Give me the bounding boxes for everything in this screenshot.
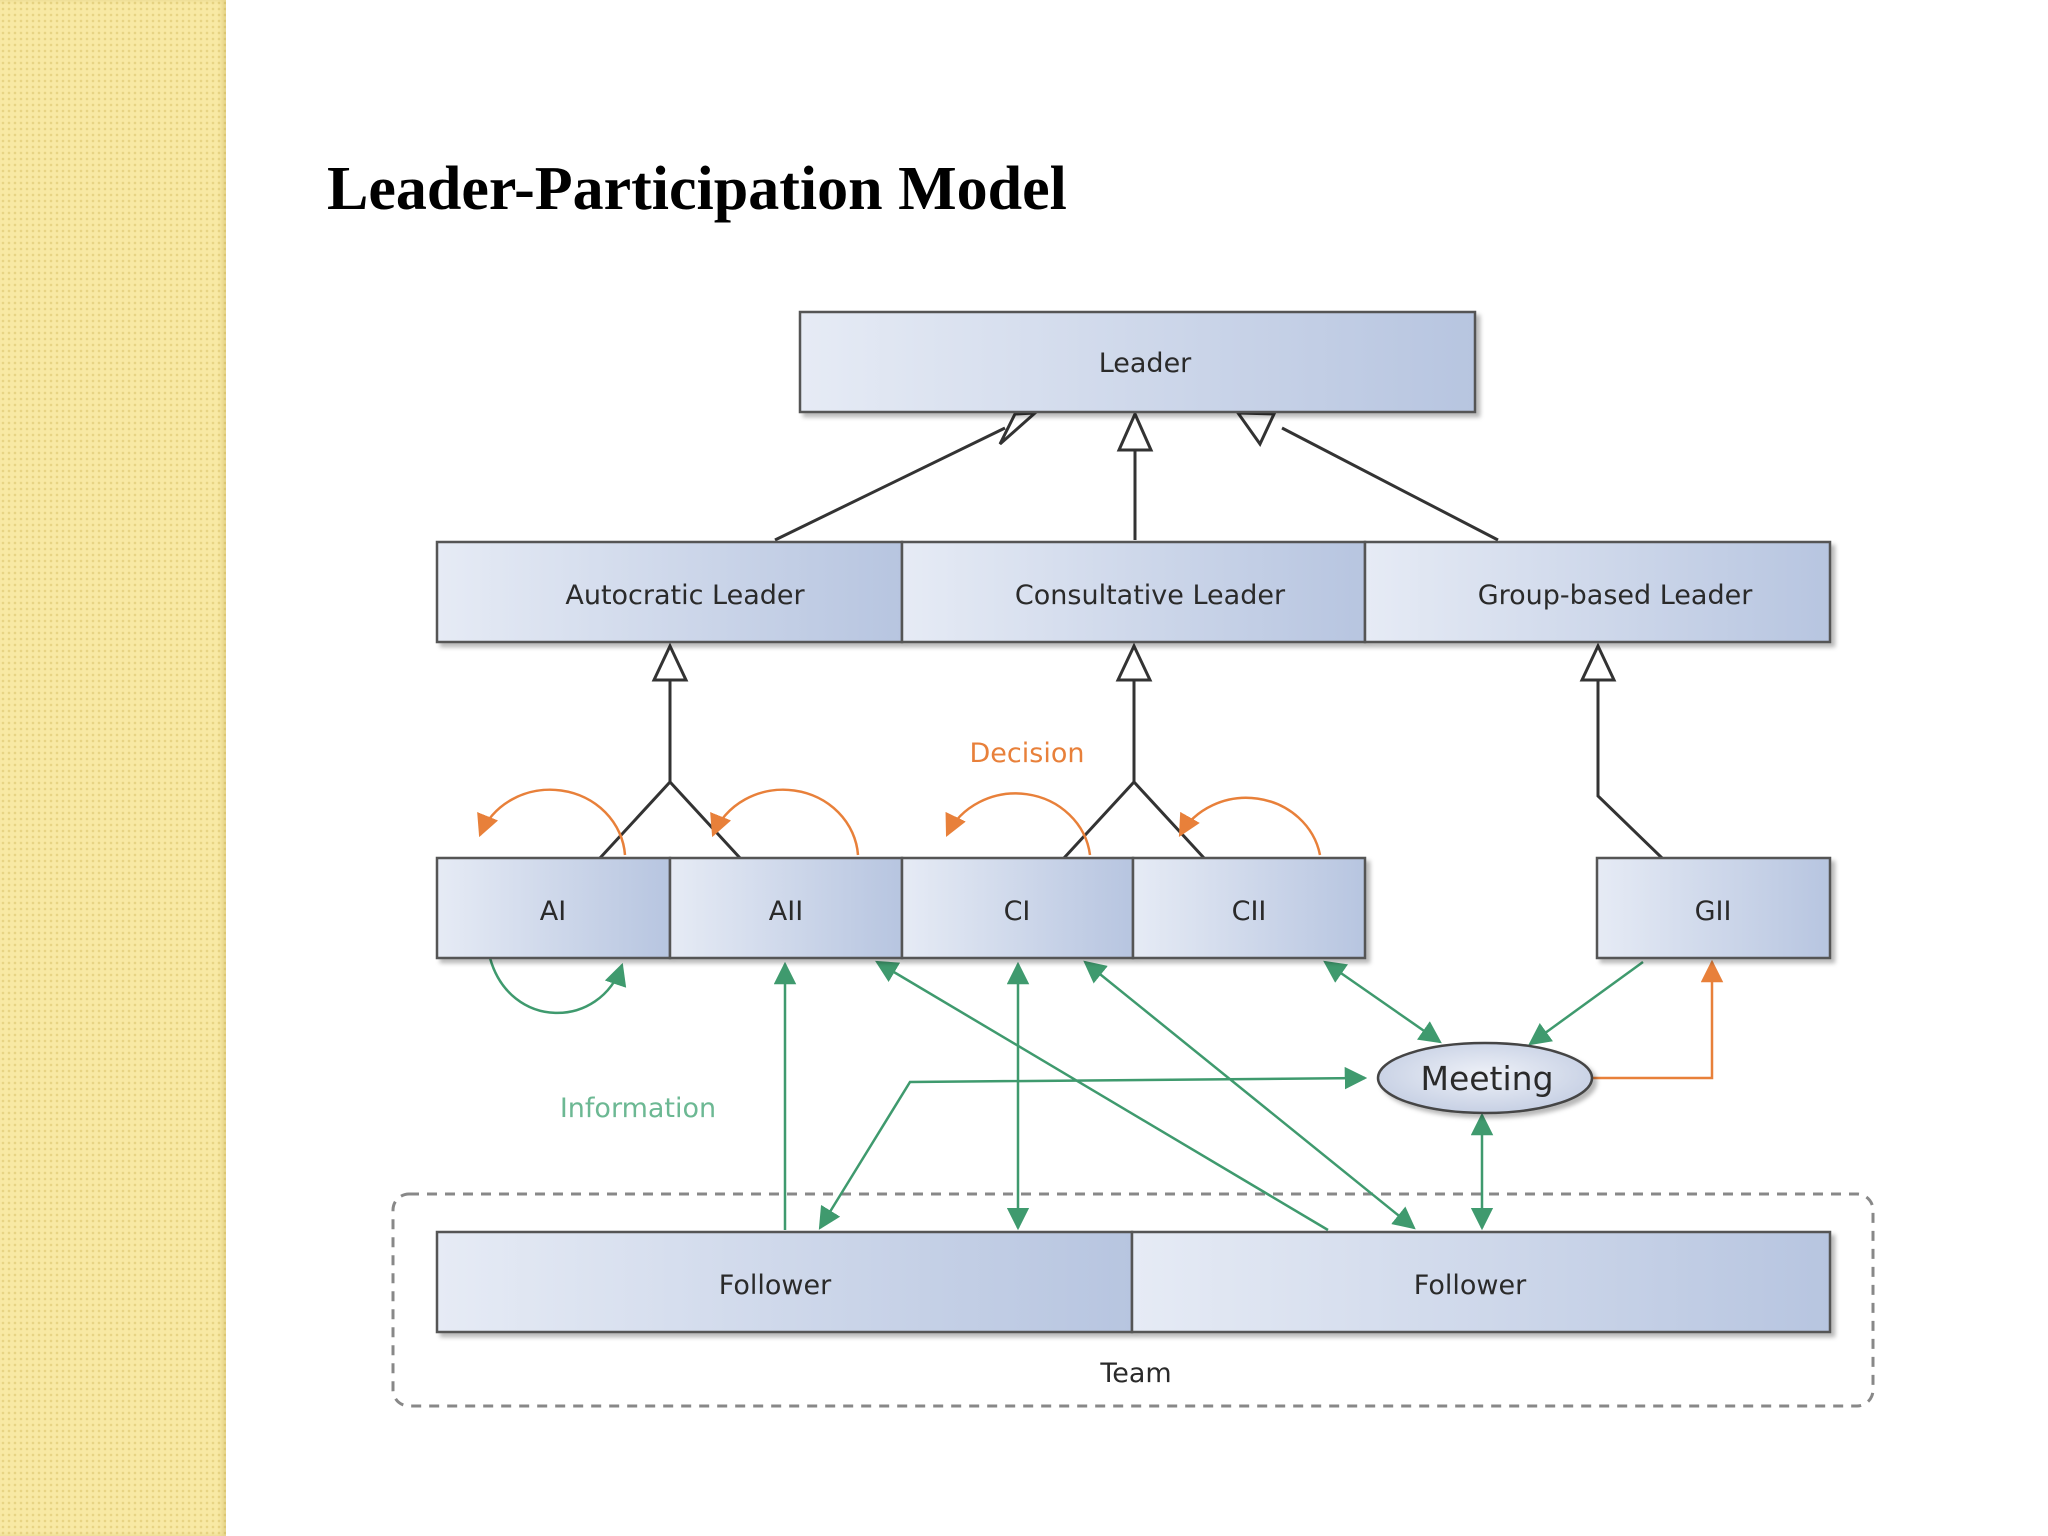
follower-label-2: Follower	[1414, 1270, 1527, 1301]
group-based-leader-label: Group-based Leader	[1478, 580, 1754, 611]
gii-box	[1595, 856, 1832, 960]
cii-box	[1131, 856, 1367, 960]
leader-box	[798, 310, 1477, 414]
information-label: Information	[560, 1093, 716, 1124]
meeting-label: Meeting	[1420, 1059, 1553, 1098]
follower-box-2	[1130, 1230, 1832, 1334]
autocratic-leader-label: Autocratic Leader	[565, 580, 805, 611]
consultative-leader-label: Consultative Leader	[1015, 580, 1286, 611]
team-label: Team	[1099, 1358, 1171, 1389]
decision-arcs	[477, 788, 1724, 1080]
decorative-sidebar	[0, 0, 226, 1536]
autocratic-leader-box	[435, 540, 904, 644]
aii-box	[668, 856, 904, 960]
follower-box-1	[435, 1230, 1134, 1334]
group-based-leader-box	[1363, 540, 1832, 644]
inheritance-arrowheads	[651, 410, 1617, 682]
ci-box	[900, 856, 1135, 960]
ai-label: AI	[540, 896, 566, 927]
information-arrows	[488, 957, 1644, 1232]
ci-label: CI	[1004, 896, 1031, 927]
slide-title: Leader-Participation Model	[327, 155, 1067, 223]
decision-label: Decision	[970, 738, 1085, 769]
follower-label-1: Follower	[719, 1270, 832, 1301]
leader-label: Leader	[1099, 348, 1192, 379]
meeting-ellipse	[1376, 1041, 1594, 1115]
gii-label: GII	[1695, 896, 1732, 927]
cii-label: CII	[1232, 896, 1267, 927]
aii-label: AII	[769, 896, 803, 927]
